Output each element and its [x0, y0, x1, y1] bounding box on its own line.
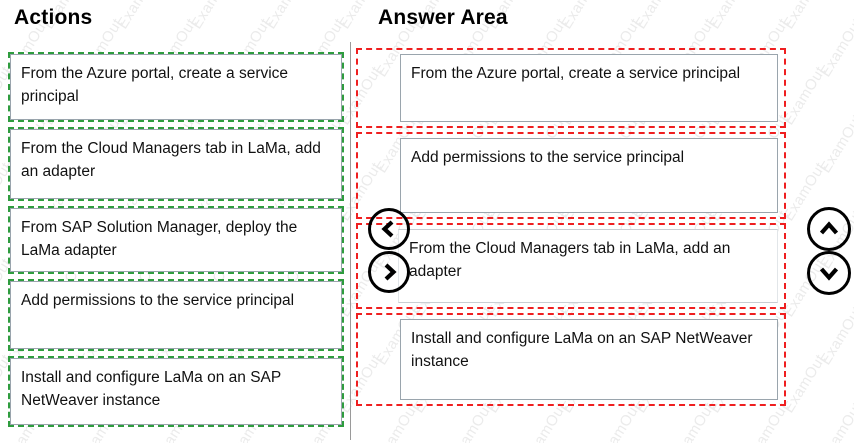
watermark-text: ExamOut: [817, 15, 854, 80]
answer-slot-3[interactable]: From the Cloud Managers tab in LaMa, add…: [356, 223, 786, 309]
chevron-down-icon: [819, 267, 839, 281]
answer-slot-4-label: Install and configure LaMa on an SAP Net…: [411, 330, 753, 370]
move-right-button[interactable]: [368, 251, 410, 293]
answer-slot-2-label: Add permissions to the service principal: [411, 149, 685, 166]
answer-slot-1-label: From the Azure portal, create a service …: [411, 65, 741, 82]
watermark-text: ExamOut: [765, 0, 845, 44]
action-item-1-label: From the Azure portal, create a service …: [21, 65, 289, 105]
watermark-text: ExamOut: [817, 399, 854, 443]
watermark-text: ExamOut: [0, 436, 31, 443]
watermark-text: ExamOut: [839, 0, 854, 44]
watermark-text: ExamOut: [321, 436, 401, 443]
move-left-button[interactable]: [368, 208, 410, 250]
watermark-text: ExamOut: [99, 436, 179, 443]
watermark-text: ExamOut: [173, 436, 253, 443]
action-item-3[interactable]: From SAP Solution Manager, deploy the La…: [8, 206, 344, 274]
watermark-text: ExamOut: [395, 436, 475, 443]
watermark-text: ExamOut: [839, 52, 854, 140]
watermark-text: ExamOut: [817, 111, 854, 176]
actions-list: From the Azure portal, create a service …: [8, 52, 344, 432]
watermark-text: ExamOut: [617, 0, 697, 44]
watermark-text: ExamOut: [617, 436, 697, 443]
watermark-text: ExamOut: [247, 436, 327, 443]
action-item-3-box[interactable]: From SAP Solution Manager, deploy the La…: [10, 208, 342, 272]
move-down-button[interactable]: [807, 251, 851, 295]
action-item-5[interactable]: Install and configure LaMa on an SAP Net…: [8, 356, 344, 427]
chevron-right-icon: [384, 263, 397, 281]
action-item-4-label: Add permissions to the service principal: [21, 292, 295, 309]
watermark-text: ExamOut: [25, 436, 105, 443]
watermark-text: ExamOut: [839, 436, 854, 443]
action-item-5-box[interactable]: Install and configure LaMa on an SAP Net…: [10, 358, 342, 425]
watermark-text: ExamOut: [543, 436, 623, 443]
answer-slot-4-box[interactable]: Install and configure LaMa on an SAP Net…: [400, 319, 778, 400]
answer-slot-3-box[interactable]: From the Cloud Managers tab in LaMa, add…: [398, 229, 778, 303]
action-item-2[interactable]: From the Cloud Managers tab in LaMa, add…: [8, 127, 344, 201]
watermark-text: ExamOut: [691, 436, 771, 443]
chevron-left-icon: [381, 220, 394, 238]
answer-slot-1-box[interactable]: From the Azure portal, create a service …: [400, 54, 778, 122]
move-up-button[interactable]: [807, 207, 851, 251]
answer-drop-zone-list: From the Azure portal, create a service …: [356, 48, 786, 410]
action-item-4-box[interactable]: Add permissions to the service principal: [10, 281, 342, 349]
chevron-up-icon: [819, 221, 839, 235]
action-item-1[interactable]: From the Azure portal, create a service …: [8, 52, 344, 122]
watermark-text: ExamOut: [543, 0, 623, 44]
answer-slot-3-label: From the Cloud Managers tab in LaMa, add…: [409, 240, 731, 280]
watermark-text: ExamOut: [765, 436, 845, 443]
watermark-text: ExamOut: [247, 0, 327, 44]
action-item-1-box[interactable]: From the Azure portal, create a service …: [10, 54, 342, 120]
action-item-4[interactable]: Add permissions to the service principal: [8, 279, 344, 351]
answer-slot-1[interactable]: From the Azure portal, create a service …: [356, 48, 786, 128]
action-item-3-label: From SAP Solution Manager, deploy the La…: [21, 219, 298, 259]
watermark-text: ExamOut: [469, 436, 549, 443]
action-item-2-label: From the Cloud Managers tab in LaMa, add…: [21, 140, 321, 180]
page-title-answer-area: Answer Area: [378, 6, 508, 29]
page-title-actions: Actions: [14, 6, 93, 29]
panel-divider: [350, 42, 351, 440]
action-item-2-box[interactable]: From the Cloud Managers tab in LaMa, add…: [10, 129, 342, 199]
answer-slot-2[interactable]: Add permissions to the service principal: [356, 132, 786, 219]
action-item-5-label: Install and configure LaMa on an SAP Net…: [21, 369, 281, 409]
watermark-text: ExamOut: [99, 0, 179, 44]
watermark-text: ExamOut: [691, 0, 771, 44]
watermark-text: ExamOut: [173, 0, 253, 44]
watermark-text: ExamOut: [817, 303, 854, 368]
answer-slot-2-box[interactable]: Add permissions to the service principal: [400, 138, 778, 213]
watermark-text: ExamOut: [839, 340, 854, 428]
answer-slot-4[interactable]: Install and configure LaMa on an SAP Net…: [356, 313, 786, 406]
